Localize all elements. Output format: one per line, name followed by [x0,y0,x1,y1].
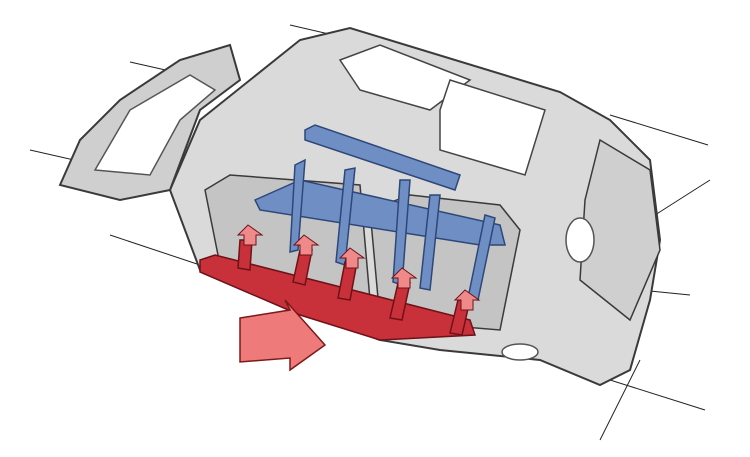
load-path-arrows [236,224,481,311]
arrow-icon [236,224,264,246]
arrow-icon [390,267,418,289]
blue-floor-crossmembers [253,124,506,301]
arrow-icon [292,234,320,256]
impact-arrow-icon [239,299,327,372]
arrow-icon [338,247,366,269]
arrow-icon [453,289,481,311]
